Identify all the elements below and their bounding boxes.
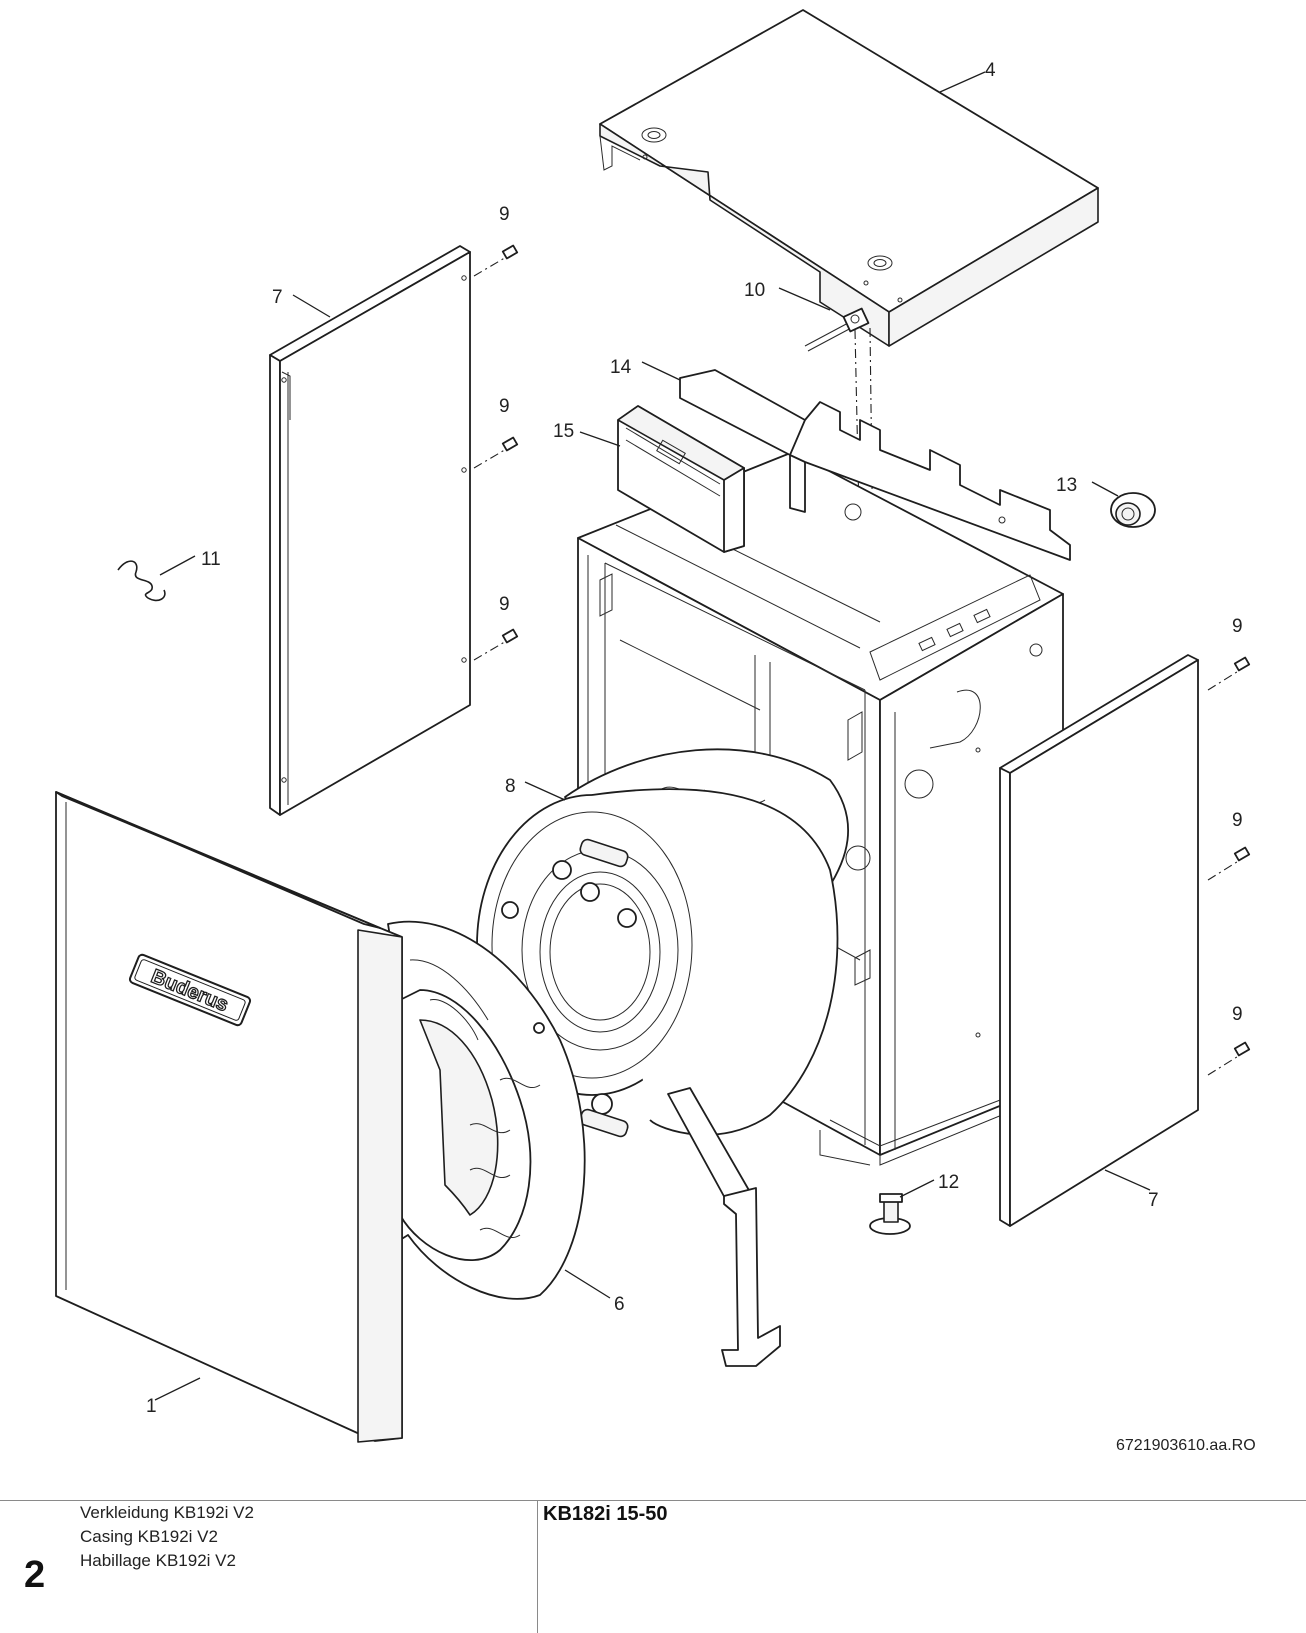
callout-6: 6 xyxy=(614,1294,625,1315)
side-panel-left-part-7 xyxy=(269,245,471,816)
footer-divider xyxy=(537,1500,538,1633)
clip-spring-part-11 xyxy=(117,560,166,602)
callout-15: 15 xyxy=(553,421,574,442)
callout-7: 7 xyxy=(272,287,283,308)
flue-pipe xyxy=(667,1087,781,1367)
model-title: KB182i 15-50 xyxy=(543,1503,668,1525)
page-number: 2 xyxy=(24,1554,46,1596)
front-panel-part-1: Buderus xyxy=(55,791,403,1443)
callout-4: 4 xyxy=(985,60,996,81)
caption-en: Casing KB192i V2 xyxy=(80,1527,218,1546)
exploded-casing-diagram: Buderus 4 9 10 xyxy=(55,9,1251,1443)
callout-9: 9 xyxy=(1232,1004,1243,1025)
side-panel-right-part-7 xyxy=(999,654,1199,1227)
caption-de: Verkleidung KB192i V2 xyxy=(80,1503,254,1522)
rear-plate-part-14 xyxy=(679,369,1071,561)
adjustable-foot-part-12 xyxy=(869,1193,911,1235)
callout-9: 9 xyxy=(1232,810,1243,831)
callout-13: 13 xyxy=(1056,475,1077,496)
callout-9: 9 xyxy=(1232,616,1243,637)
callout-11: 11 xyxy=(201,549,221,570)
burner-door-part-6 xyxy=(387,920,586,1300)
drawing-reference: 6721903610.aa.RO xyxy=(1116,1437,1256,1454)
callout-9: 9 xyxy=(499,594,510,615)
control-unit-part-15 xyxy=(617,405,745,553)
grommet-part-13 xyxy=(1110,492,1156,528)
screw-set-left-part-9 xyxy=(473,244,519,661)
callout-12: 12 xyxy=(938,1172,959,1193)
screw-set-right-part-9 xyxy=(1207,656,1251,1076)
callout-7: 7 xyxy=(1148,1190,1159,1211)
callout-9: 9 xyxy=(499,396,510,417)
callout-8: 8 xyxy=(505,776,516,797)
callout-9: 9 xyxy=(499,204,510,225)
callout-10: 10 xyxy=(744,280,765,301)
caption-fr: Habillage KB192i V2 xyxy=(80,1551,236,1570)
callout-leaders xyxy=(154,71,1151,1401)
callout-1: 1 xyxy=(146,1396,157,1417)
callout-14: 14 xyxy=(610,357,632,378)
callout-labels: 4 9 10 7 14 9 15 13 11 9 9 8 9 9 12 7 6 … xyxy=(146,60,1243,1417)
top-cover-part-4 xyxy=(599,9,1099,347)
footer-rule xyxy=(0,1500,1306,1501)
